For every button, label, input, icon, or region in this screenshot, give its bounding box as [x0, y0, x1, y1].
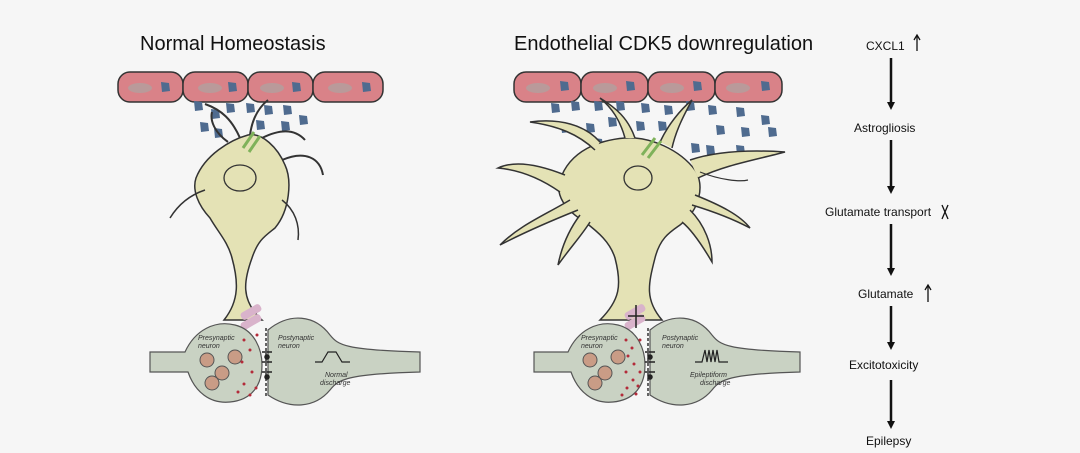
left-postsynaptic-label-line2: neuron [278, 343, 300, 350]
left-presynaptic-label-line2: neuron [198, 343, 220, 350]
left-presynaptic-label-line1: Presynaptic [198, 335, 235, 342]
flow-step-excitotoxicity: Excitotoxicity [849, 358, 919, 372]
right-synapse: Presynaptic neuron Postynaptic neuron Ep… [533, 317, 801, 406]
left-astrocyte [169, 99, 324, 330]
right-discharge-label-line2: discharge [700, 380, 730, 387]
right-endothelium [513, 71, 783, 103]
flow-step-cxcl1: CXCL1 [866, 39, 905, 53]
right-postsynaptic-label-line2: neuron [662, 343, 684, 350]
up-arrow-icon [913, 33, 921, 51]
right-presynaptic-label-line2: neuron [581, 343, 603, 350]
right-discharge-label-line1: Epileptiform [690, 372, 727, 379]
up-arrow-icon [924, 283, 932, 302]
flow-step-epilepsy: Epilepsy [866, 434, 912, 448]
left-panel-title: Normal Homeostasis [140, 33, 326, 55]
left-endothelium [117, 71, 384, 103]
left-discharge-label-line1: Normal [325, 372, 348, 379]
right-astrocyte [495, 97, 786, 330]
left-discharge-label-line2: discharge [320, 380, 350, 387]
left-postsynaptic-label-line1: Postynaptic [278, 335, 315, 342]
right-panel-title: Endothelial CDK5 downregulation [514, 33, 814, 55]
flow-step-glutamate: Glutamate [858, 287, 914, 301]
right-postsynaptic-label-line1: Postynaptic [662, 335, 699, 342]
right-presynaptic-label-line1: Presynaptic [581, 335, 618, 342]
flow-step-astrogliosis: Astrogliosis [854, 121, 916, 135]
flow-step-glutamate-transport: Glutamate transport [825, 205, 932, 219]
blocked-x-icon [941, 204, 949, 220]
left-synapse: Presynaptic neuron Postynaptic neuron No… [149, 317, 421, 406]
